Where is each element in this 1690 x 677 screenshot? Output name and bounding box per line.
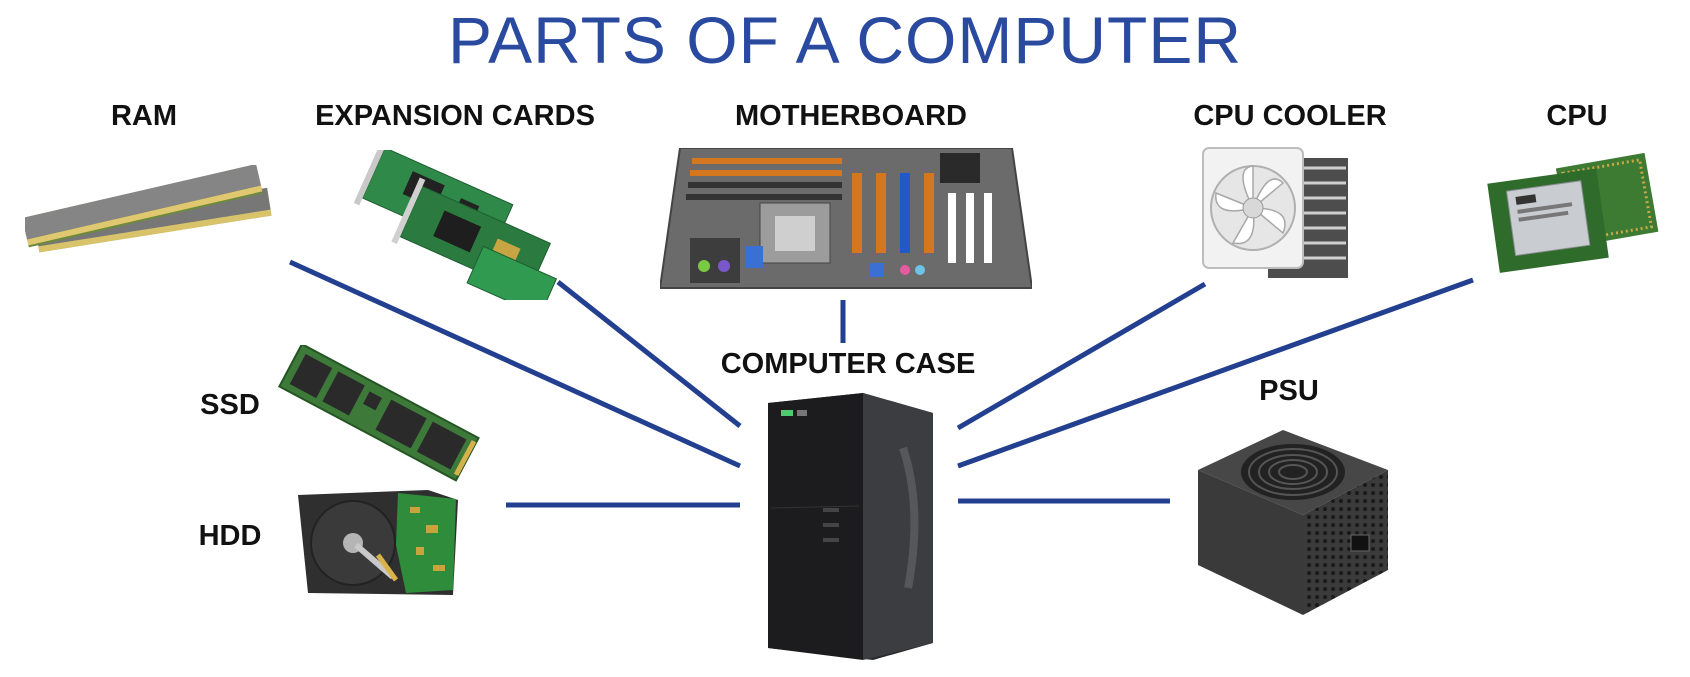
label-ram: RAM <box>110 100 178 132</box>
motherboard-icon <box>660 148 1032 289</box>
label-cpu: CPU <box>1546 100 1608 132</box>
cpu-cooler-icon <box>1202 147 1348 278</box>
psu-icon <box>1198 430 1388 615</box>
page-title: PARTS OF A COMPUTER <box>447 3 1243 77</box>
label-expansion-cards: EXPANSION CARDS <box>315 100 595 132</box>
label-computer-case: COMPUTER CASE <box>720 348 976 380</box>
connector-cpu-cooler <box>956 281 1207 431</box>
computer-case-icon <box>768 393 933 660</box>
label-motherboard: MOTHERBOARD <box>735 100 967 132</box>
expansion-card-icon <box>353 150 558 300</box>
connector-ram <box>288 259 742 469</box>
ram-module-icon <box>25 165 272 253</box>
connector-cpu <box>957 277 1474 469</box>
label-psu: PSU <box>1259 375 1319 407</box>
hdd-icon <box>298 490 458 595</box>
ssd-icon <box>278 345 480 482</box>
label-ssd: SSD <box>200 389 260 421</box>
label-cpu-cooler: CPU COOLER <box>1193 100 1387 132</box>
cpu-chip-icon <box>1487 152 1659 273</box>
connector-expansion-cards <box>556 280 742 428</box>
label-hdd: HDD <box>198 520 262 552</box>
